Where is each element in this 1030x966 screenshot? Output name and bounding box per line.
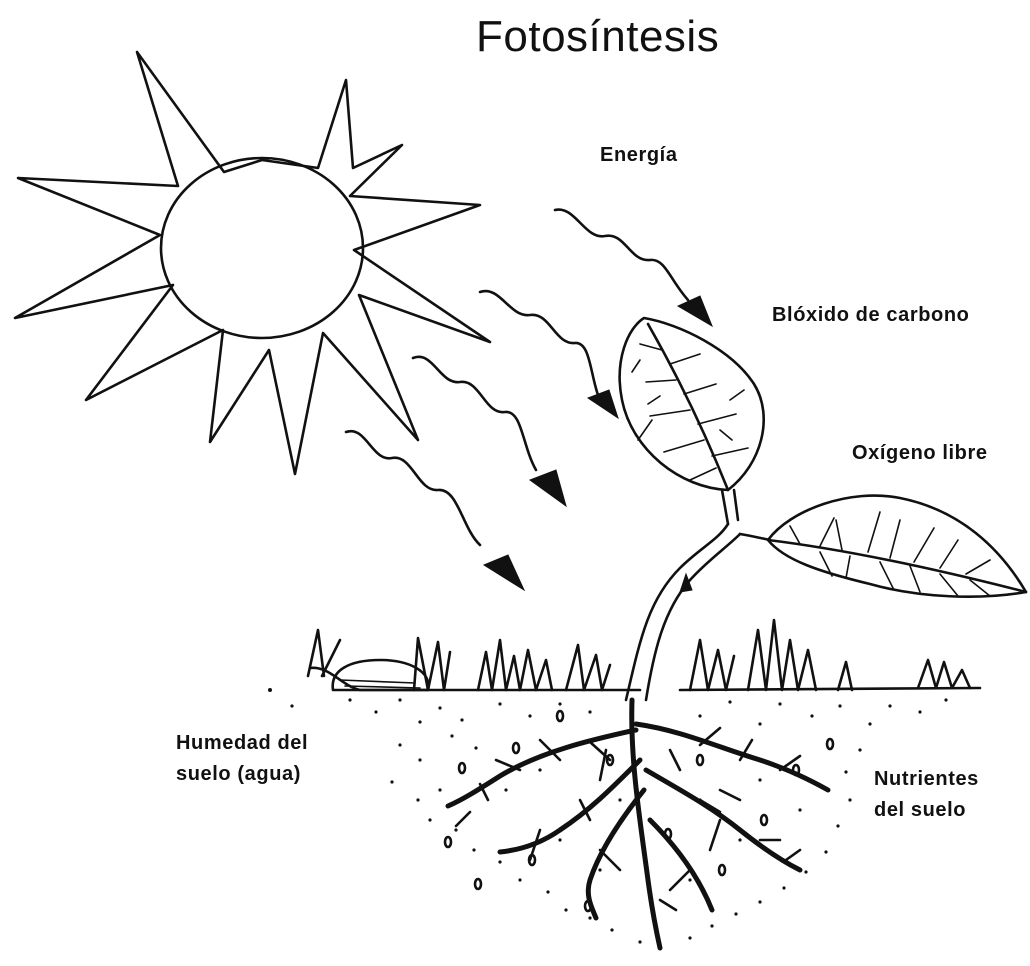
label-energy: Energía — [600, 140, 678, 171]
soil-texture — [268, 688, 948, 944]
sun-icon — [15, 52, 490, 474]
label-soil-moisture-line-1: Humedad del — [176, 728, 308, 759]
plant-icon — [620, 318, 1026, 700]
label-nutrients: Nutrientes del suelo — [874, 764, 979, 826]
grass-icon — [308, 620, 970, 690]
leaf-icon — [768, 496, 1026, 597]
light-ray-arrow-icon — [480, 291, 618, 418]
sun-rays — [15, 52, 490, 474]
light-ray-arrow-icon — [413, 357, 566, 506]
label-soil-moisture: Humedad del suelo (agua) — [176, 728, 308, 790]
leaf-icon — [620, 318, 764, 490]
label-nutrients-line-1: Nutrientes — [874, 764, 979, 795]
label-oxygen: Oxígeno libre — [852, 438, 988, 469]
label-nutrients-line-2: del suelo — [874, 795, 979, 826]
root-icon — [448, 700, 828, 948]
light-ray-arrow-icon — [346, 431, 524, 590]
light-ray-arrow-icon — [555, 210, 712, 326]
diagram-title: Fotosíntesis — [476, 12, 719, 62]
label-carbon-dioxide: Blóxido de carbono — [772, 300, 969, 331]
label-soil-moisture-line-2: suelo (agua) — [176, 759, 308, 790]
